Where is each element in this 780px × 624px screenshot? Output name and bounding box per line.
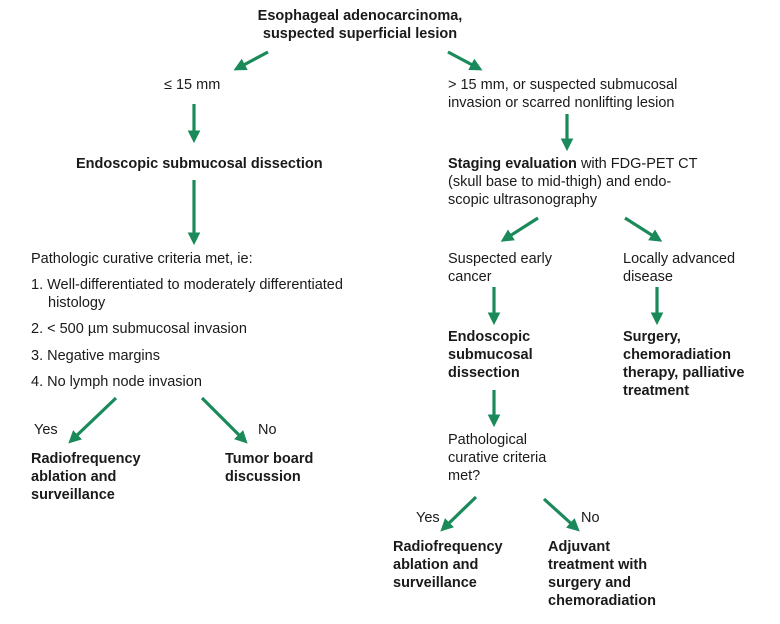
- arrow-criteria-to-yes: [68, 396, 118, 444]
- left-no-outcome-line-2: discussion: [225, 469, 301, 485]
- advanced-condition: Locally advanced disease: [623, 250, 735, 286]
- early-criteria-line-1: Pathological: [448, 432, 527, 448]
- right-condition-line-1: > 15 mm, or suspected submucosal: [448, 77, 678, 93]
- left-procedure: Endoscopic submucosal dissection: [76, 156, 323, 172]
- left-no-outcome-line-1: Tumor board: [225, 451, 314, 467]
- early-yes-label: Yes: [416, 510, 440, 526]
- early-procedure-line-1: Endoscopic: [448, 329, 531, 345]
- advanced-outcome-line-3: therapy, palliative: [623, 365, 745, 381]
- left-no-label: No: [258, 422, 277, 438]
- left-yes-outcome-line-3: surveillance: [31, 487, 115, 503]
- arrow-root-to-large: [447, 50, 483, 71]
- early-no-outcome: Adjuvant treatment with surgery and chem…: [548, 538, 656, 610]
- left-yes-outcome-line-2: ablation and: [31, 469, 117, 485]
- root-line-2: suspected superficial lesion: [262, 26, 458, 42]
- early-yes-outcome-line-2: ablation and: [393, 557, 479, 573]
- early-condition-line-2: cancer: [448, 269, 492, 285]
- advanced-condition-line-2: disease: [623, 269, 673, 285]
- advanced-outcome: Surgery, chemoradiation therapy, palliat…: [623, 328, 744, 400]
- early-yes-outcome-line-1: Radiofrequency: [393, 539, 503, 555]
- advanced-outcome-line-1: Surgery,: [623, 329, 681, 345]
- early-procedure: Endoscopic submucosal dissection: [448, 328, 533, 382]
- early-no-outcome-line-4: chemoradiation: [548, 593, 656, 609]
- arrow-criteria-to-no: [200, 396, 248, 444]
- arrow-pathcriteria-to-no: [542, 497, 580, 532]
- early-yes-outcome: Radiofrequency ablation and surveillance: [393, 538, 503, 592]
- left-criteria-item-4: 4. No lymph node invasion: [31, 374, 202, 390]
- staging-line-1-rest: with FDG-PET CT: [576, 156, 698, 172]
- early-procedure-line-3: dissection: [448, 365, 520, 381]
- staging-bold: Staging evaluation: [448, 156, 577, 172]
- staging-line-1: Staging evaluation with FDG-PET CT: [448, 155, 698, 173]
- advanced-outcome-line-2: chemoradiation: [623, 347, 731, 363]
- early-criteria-line-3: met?: [448, 468, 481, 484]
- left-criteria-title: Pathologic curative criteria met, ie:: [31, 251, 253, 267]
- advanced-outcome-line-4: treatment: [623, 383, 690, 399]
- left-criteria-item-2: 2. < 500 µm submucosal invasion: [31, 321, 247, 337]
- arrow-staging-to-advanced: [624, 216, 663, 242]
- early-no-outcome-line-3: surgery and: [548, 575, 631, 591]
- staging-line-2: (skull base to mid-thigh) and endo-: [448, 174, 672, 190]
- arrow-staging-to-early: [500, 216, 539, 242]
- right-condition: > 15 mm, or suspected submucosal invasio…: [448, 76, 677, 112]
- left-criteria-item-3: 3. Negative margins: [31, 348, 160, 364]
- early-no-outcome-line-1: Adjuvant: [548, 539, 611, 555]
- early-condition-line-1: Suspected early: [448, 251, 552, 267]
- left-criteria-item-1-cont: histology: [48, 295, 106, 311]
- staging-line-3: scopic ultrasonography: [448, 192, 598, 208]
- left-yes-label: Yes: [34, 422, 58, 438]
- left-criteria-item-1: 1. Well-differentiated to moderately dif…: [31, 277, 343, 293]
- early-criteria: Pathological curative criteria met?: [448, 431, 546, 485]
- early-yes-outcome-line-3: surveillance: [393, 575, 477, 591]
- left-condition: ≤ 15 mm: [164, 77, 221, 93]
- early-criteria-line-2: curative criteria: [448, 450, 547, 466]
- right-condition-line-2: invasion or scarred nonlifting lesion: [448, 95, 675, 111]
- left-yes-outcome: Radiofrequency ablation and surveillance: [31, 450, 141, 504]
- left-yes-outcome-line-1: Radiofrequency: [31, 451, 141, 467]
- arrow-pathcriteria-to-yes: [440, 495, 478, 532]
- early-procedure-line-2: submucosal: [448, 347, 533, 363]
- arrow-root-to-small: [233, 50, 269, 71]
- root-node: Esophageal adenocarcinoma, suspected sup…: [230, 7, 490, 43]
- advanced-condition-line-1: Locally advanced: [623, 251, 736, 267]
- early-no-label: No: [581, 510, 600, 526]
- early-no-outcome-line-2: treatment with: [548, 557, 648, 573]
- root-line-1: Esophageal adenocarcinoma,: [257, 8, 463, 24]
- early-condition: Suspected early cancer: [448, 250, 552, 286]
- staging-evaluation: Staging evaluation with FDG-PET CT (skul…: [448, 155, 698, 209]
- left-no-outcome: Tumor board discussion: [225, 450, 313, 486]
